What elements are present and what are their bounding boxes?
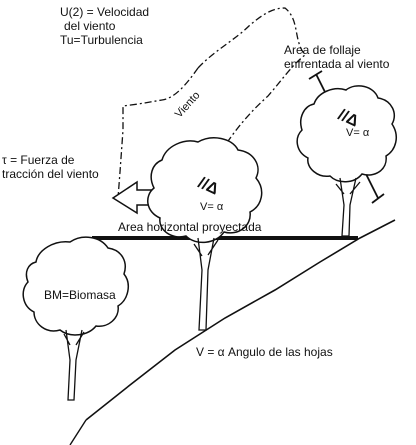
tree-left-crown [22, 236, 130, 336]
foliage-label-line1: Area de follaje [284, 43, 361, 57]
tree-middle-crown [147, 137, 263, 244]
leaf-angle-label-middle: V= α [200, 201, 224, 213]
tree-left [22, 236, 130, 401]
tree-right-trunk [335, 177, 361, 237]
foliage-label-line2: enfrentada al viento [284, 57, 390, 71]
leaf-angle-label-right: V= α [346, 127, 370, 139]
traction-label-line2: tracción del viento [2, 167, 99, 181]
tree-middle: //Δ V= α [147, 137, 263, 331]
traction-label-line1: τ = Fuerza de [2, 153, 75, 167]
wind-label: Viento [173, 89, 203, 120]
tree-left-trunk [63, 329, 85, 401]
tree-middle-trunk [193, 237, 219, 331]
tree-right-crown [296, 85, 398, 183]
biomass-label: BM=Biomasa [44, 288, 116, 302]
wind-speed-label-line1: U(2) = Velocidad [60, 5, 149, 19]
horizontal-area-label: Area horizontal proyectada [118, 220, 262, 234]
turbulence-label: Tu=Turbulencia [60, 33, 143, 47]
wind-speed-label-line2: del viento [64, 19, 116, 33]
tree-right: //Δ V= α [296, 85, 398, 237]
ground-slope-tail [69, 419, 87, 445]
ground-slope-line [85, 219, 396, 421]
leaf-angle-label: V = α Angulo de las hojas [196, 345, 333, 359]
